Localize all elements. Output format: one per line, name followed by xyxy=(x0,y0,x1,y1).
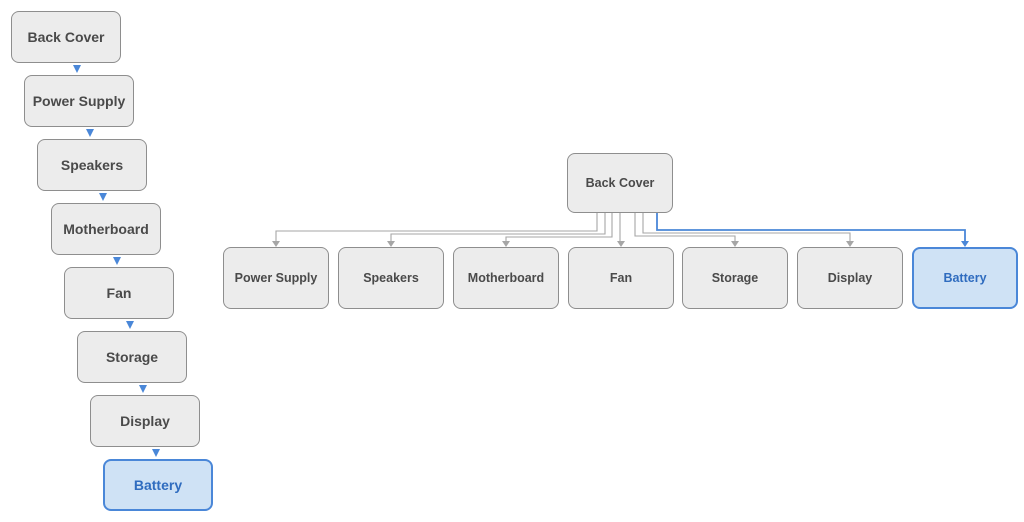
tree-arrowhead-icon xyxy=(387,241,395,247)
tree-arrowhead-icon xyxy=(961,241,969,247)
chain-node-label: Battery xyxy=(133,476,183,493)
chain-node-battery: Battery xyxy=(103,459,213,511)
tree-child-label: Motherboard xyxy=(467,270,545,285)
chain-node-label: Power Supply xyxy=(32,92,126,109)
tree-child-display: Display xyxy=(797,247,903,309)
tree-arrowhead-icon xyxy=(731,241,739,247)
tree-child-label: Display xyxy=(827,270,873,285)
tree-connector-line xyxy=(642,213,851,241)
tree-arrowhead-icon xyxy=(846,241,854,247)
tree-child-label: Speakers xyxy=(363,270,419,285)
tree-connector-line xyxy=(656,213,966,241)
tree-child-label: Storage xyxy=(711,270,759,285)
chain-arrow-icon xyxy=(152,449,160,457)
chain-node-display: Display xyxy=(90,395,200,447)
chain-node-back-cover: Back Cover xyxy=(11,11,121,63)
tree-root-back-cover: Back Cover xyxy=(567,153,673,213)
chain-node-label: Motherboard xyxy=(63,220,149,237)
tree-child-label: Fan xyxy=(609,270,633,285)
tree-child-power-supply: Power Supply xyxy=(223,247,329,309)
chain-arrow-icon xyxy=(139,385,147,393)
chain-arrow-icon xyxy=(86,129,94,137)
tree-connector-line xyxy=(275,213,598,241)
chain-node-fan: Fan xyxy=(64,267,174,319)
chain-arrow-icon xyxy=(126,321,134,329)
tree-child-label: Power Supply xyxy=(234,270,318,285)
chain-node-power-supply: Power Supply xyxy=(24,75,134,127)
tree-arrowhead-icon xyxy=(272,241,280,247)
chain-node-label: Speakers xyxy=(60,156,124,173)
tree-connector-line xyxy=(505,213,613,241)
tree-child-fan: Fan xyxy=(568,247,674,309)
chain-arrow-icon xyxy=(73,65,81,73)
tree-child-storage: Storage xyxy=(682,247,788,309)
chain-node-label: Storage xyxy=(105,348,159,365)
chain-node-storage: Storage xyxy=(77,331,187,383)
chain-arrow-icon xyxy=(99,193,107,201)
chain-arrow-icon xyxy=(113,257,121,265)
chain-node-label: Back Cover xyxy=(27,28,105,45)
tree-root-label: Back Cover xyxy=(585,175,655,190)
tree-arrowhead-icon xyxy=(617,241,625,247)
tree-child-label: Battery xyxy=(943,270,987,285)
tree-connector-line xyxy=(390,213,606,241)
tree-child-battery: Battery xyxy=(912,247,1018,309)
chain-node-label: Display xyxy=(120,412,170,429)
tree-child-speakers: Speakers xyxy=(338,247,444,309)
chain-node-speakers: Speakers xyxy=(37,139,147,191)
tree-child-motherboard: Motherboard xyxy=(453,247,559,309)
tree-connector-line xyxy=(634,213,736,241)
tree-arrowhead-icon xyxy=(502,241,510,247)
chain-node-motherboard: Motherboard xyxy=(51,203,161,255)
chain-node-label: Fan xyxy=(106,284,132,301)
